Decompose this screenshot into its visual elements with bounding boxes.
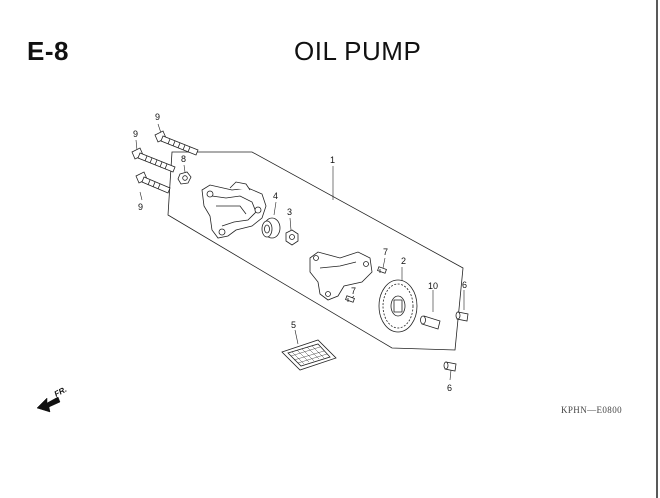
flange-bolt-lower <box>136 172 170 193</box>
callout-6-upper: 6 <box>462 280 467 290</box>
assembly-outline <box>168 152 463 350</box>
pump-inner-rotor <box>286 230 298 245</box>
callout-3: 3 <box>287 207 292 217</box>
callout-4: 4 <box>273 191 278 201</box>
callout-9-middle: 9 <box>133 129 138 139</box>
callout-10: 10 <box>428 281 438 291</box>
callout-9-top: 9 <box>155 112 160 122</box>
callout-6-lower: 6 <box>447 383 452 393</box>
pump-shaft <box>421 316 441 329</box>
screw-lower <box>346 296 355 302</box>
screw-upper <box>378 267 387 273</box>
dowel-pin-upper <box>456 312 468 321</box>
callout-2: 2 <box>401 256 406 266</box>
page-title: OIL PUMP <box>294 36 422 66</box>
callout-1: 1 <box>330 155 335 165</box>
flange-bolt-middle <box>132 148 175 172</box>
front-direction-arrow-icon: FR. <box>37 385 68 412</box>
flange-bolt-upper <box>155 131 198 155</box>
oil-pump-driven-sprocket <box>379 280 417 332</box>
dowel-pin-lower <box>444 362 456 371</box>
pump-outer-rotor <box>262 218 280 238</box>
nut <box>178 172 191 184</box>
pump-cover-plate <box>310 252 372 300</box>
callout-8: 8 <box>181 154 186 164</box>
oil-pump-body <box>202 182 266 238</box>
callout-9-bottom: 9 <box>138 202 143 212</box>
callout-5: 5 <box>291 320 296 330</box>
leader-lines <box>136 124 464 380</box>
drawing-reference-code: KPHN—E0800 <box>561 405 623 415</box>
callout-7-upper: 7 <box>383 247 388 257</box>
direction-label: FR. <box>53 385 69 399</box>
section-code: E-8 <box>27 36 69 66</box>
oil-strainer-screen <box>282 340 336 370</box>
callout-7-lower: 7 <box>351 286 356 296</box>
